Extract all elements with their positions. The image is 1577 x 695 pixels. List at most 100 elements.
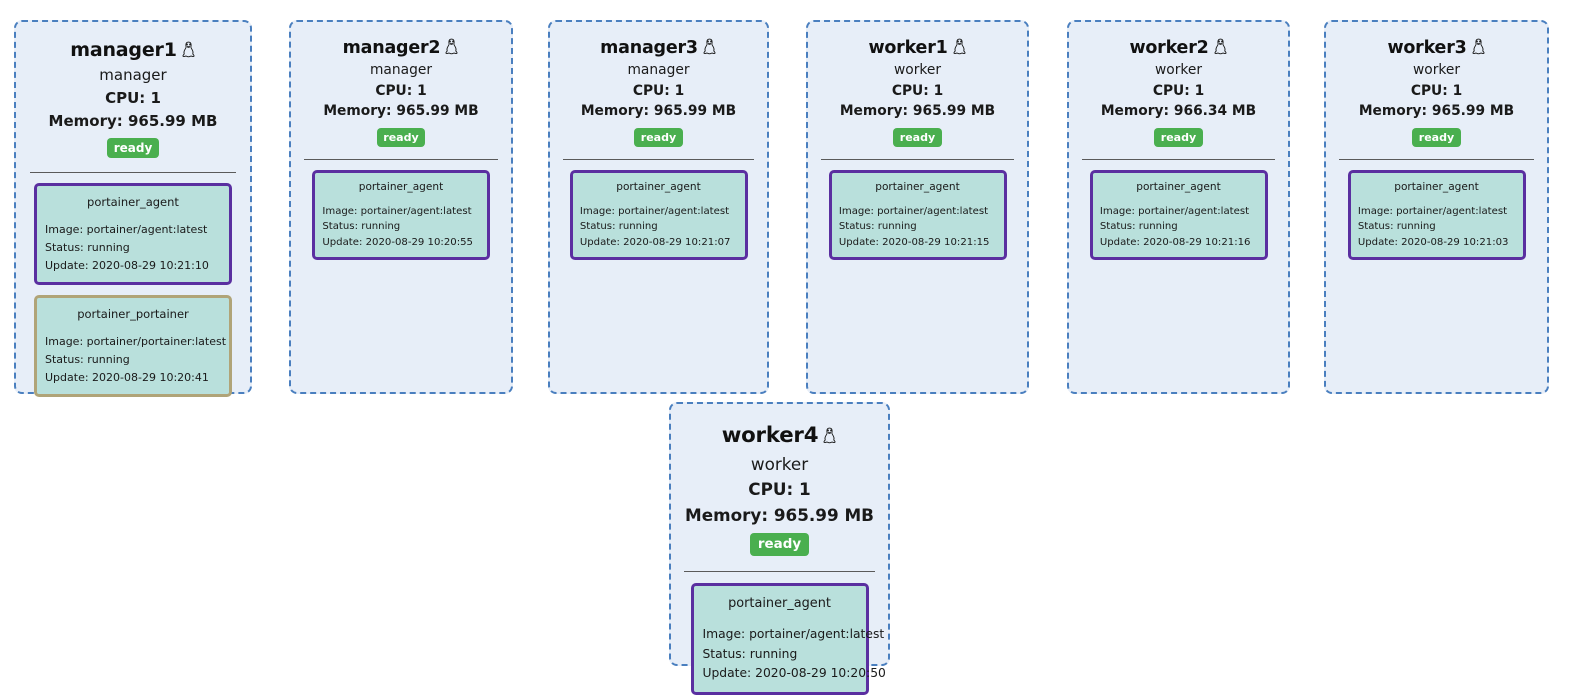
node-title: manager2	[343, 38, 460, 58]
container-name-label: portainer_portainer	[77, 307, 189, 321]
node-divider	[1082, 159, 1275, 161]
container-update-label: Update: 2020-08-29 10:20:41	[45, 371, 209, 384]
node-status-badge: ready	[1154, 128, 1203, 147]
node-title: worker3	[1387, 38, 1485, 58]
container-image-label: Image: portainer/agent:latest	[1357, 205, 1508, 217]
container-image-label: Image: portainer/agent:latest	[45, 223, 208, 236]
node-title: manager3	[600, 38, 717, 58]
node-status-badge: ready	[634, 128, 683, 147]
linux-penguin-icon	[952, 38, 967, 55]
container-update-label: Update: 2020-08-29 10:21:10	[45, 259, 209, 272]
node-memory-label: Memory: 965.99 MB	[685, 504, 874, 525]
container-update-label: Update: 2020-08-29 10:20:55	[322, 236, 473, 248]
linux-penguin-icon	[444, 38, 459, 55]
container-status-label: Status: running	[45, 241, 130, 254]
container-image-label: Image: portainer/agent:latest	[1099, 205, 1250, 217]
linux-penguin-icon	[822, 427, 837, 444]
status-badge-wrapper: ready	[750, 533, 809, 556]
node-divider	[821, 159, 1014, 161]
node-cpu-label: CPU: 1	[105, 89, 161, 107]
node-title: worker2	[1129, 38, 1227, 58]
node-divider	[1339, 159, 1534, 161]
node-name-label: manager3	[600, 37, 698, 58]
container-update-label: Update: 2020-08-29 10:21:07	[579, 236, 731, 248]
node-title: worker4	[722, 423, 838, 448]
node-status-badge: ready	[1412, 128, 1461, 147]
node-title: manager1	[70, 39, 195, 61]
container-name-label: portainer_agent	[875, 180, 960, 193]
linux-penguin-icon	[181, 41, 196, 58]
node-memory-label: Memory: 966.34 MB	[1100, 103, 1257, 120]
node-role-label: manager	[627, 62, 690, 79]
container-image-label: Image: portainer/agent:latest	[579, 205, 730, 217]
node-cpu-label: CPU: 1	[1410, 82, 1463, 99]
node-name-label: worker2	[1129, 37, 1209, 58]
node-memory-label: Memory: 965.99 MB	[839, 103, 996, 120]
container-name-label: portainer_agent	[87, 195, 179, 209]
container-status-label: Status: running	[45, 353, 130, 366]
container-image-label: Image: portainer/agent:latest	[702, 627, 885, 642]
node-status-badge: ready	[750, 533, 809, 556]
node-title: worker1	[868, 38, 966, 58]
container-status-label: Status: running	[838, 221, 917, 233]
container-update-label: Update: 2020-08-29 10:21:15	[838, 236, 990, 248]
node-status-badge: ready	[893, 128, 942, 147]
container-image-label: Image: portainer/agent:latest	[838, 205, 989, 217]
container-name-label: portainer_agent	[616, 180, 701, 193]
node-status-badge: ready	[376, 128, 426, 147]
node-cpu-label: CPU: 1	[375, 82, 427, 99]
node-name-label: worker3	[1387, 37, 1467, 58]
container-image-label: Image: portainer/portainer:latest	[45, 335, 227, 348]
status-badge-wrapper: ready	[106, 137, 160, 158]
linux-penguin-icon	[1471, 38, 1486, 55]
linux-penguin-icon	[702, 38, 717, 55]
container-image-label: Image: portainer/agent:latest	[322, 205, 472, 217]
node-cpu-label: CPU: 1	[891, 82, 944, 99]
node-name-label: worker1	[868, 37, 948, 58]
node-role-label: manager	[99, 66, 167, 84]
container-name-label: portainer_agent	[1136, 180, 1221, 193]
node-role-label: manager	[369, 62, 432, 79]
container-status-label: Status: running	[322, 221, 401, 233]
container-name-label: portainer_agent	[728, 596, 831, 612]
node-role-label: worker	[1412, 62, 1461, 79]
node-name-label: manager1	[70, 39, 177, 61]
node-cpu-label: CPU: 1	[632, 82, 685, 99]
node-divider	[684, 571, 875, 573]
node-role-label: worker	[1154, 62, 1203, 79]
container-update-label: Update: 2020-08-29 10:20:50	[702, 666, 886, 681]
status-badge-wrapper: ready	[893, 126, 942, 147]
node-memory-label: Memory: 965.99 MB	[580, 103, 737, 120]
status-badge-wrapper: ready	[634, 126, 683, 147]
node-memory-label: Memory: 965.99 MB	[323, 103, 479, 120]
node-status-badge: ready	[106, 138, 160, 158]
node-memory-label: Memory: 965.99 MB	[48, 112, 218, 130]
container-name-label: portainer_agent	[1394, 180, 1479, 193]
node-role-label: worker	[893, 62, 942, 79]
container-status-label: Status: running	[702, 646, 798, 661]
container-status-label: Status: running	[1357, 221, 1436, 233]
status-badge-wrapper: ready	[1412, 126, 1461, 147]
